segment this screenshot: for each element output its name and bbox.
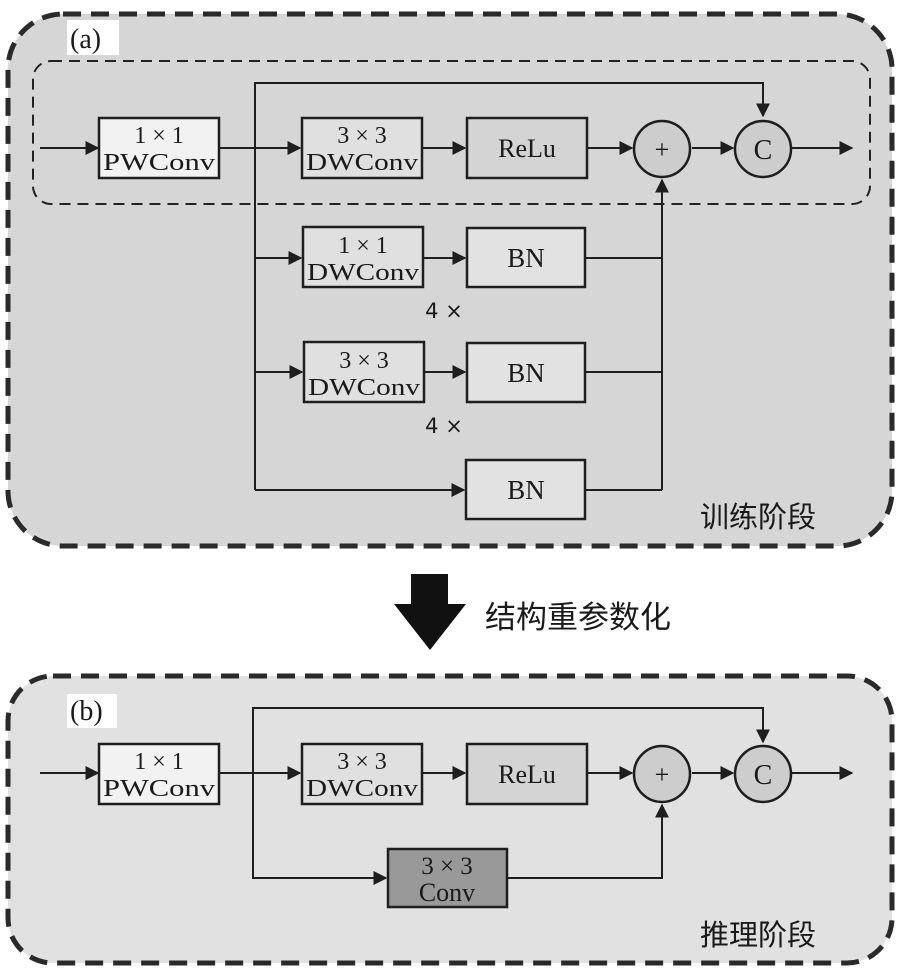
panel-a-label-bg	[67, 20, 119, 55]
b-conv-block: 3 × 3 Conv	[386, 847, 509, 909]
a-branch1-kernel: 1 × 1	[338, 233, 388, 259]
b-relu-label: ReLu	[498, 760, 556, 789]
a-branch2-bn-label: BN	[507, 358, 545, 388]
panel-b: (b) 1 × 1 PWConv 3 × 3 DWConv ReLu	[5, 673, 895, 966]
a-branch3-bn-block: BN	[464, 458, 587, 521]
a-branch2-bn-block: BN	[465, 341, 587, 404]
a-dwconv-block: 3 × 3 DWConv	[300, 116, 424, 180]
b-conv-kernel: 3 × 3	[421, 853, 473, 880]
b-stage-label: 推理阶段	[700, 918, 816, 952]
a-branch1-bn-block: BN	[465, 226, 587, 289]
down-arrow-icon	[394, 574, 466, 650]
panel-a-connectors	[40, 82, 854, 497]
a-add-node: +	[632, 119, 692, 179]
a-pwconv-name: PWConv	[103, 150, 215, 176]
a-stage-label: 训练阶段	[700, 500, 816, 534]
a-branch1-name: DWConv	[307, 260, 419, 286]
b-concat-symbol: C	[754, 760, 773, 791]
b-add-node: +	[632, 744, 692, 804]
a-dwconv-name: DWConv	[306, 150, 418, 176]
b-dwconv-kernel: 3 × 3	[337, 749, 387, 775]
b-pwconv-block: 1 × 1 PWConv	[97, 742, 221, 806]
panel-b-label: (b)	[70, 696, 103, 727]
a-relu-label: ReLu	[498, 134, 556, 163]
a-branch2-repeat: 4 ×	[425, 414, 463, 438]
a-branch1-bn-label: BN	[507, 243, 545, 273]
panel-a-label: (a)	[70, 24, 101, 55]
b-concat-node: C	[733, 744, 793, 804]
a-branch2-name: DWConv	[308, 375, 420, 401]
b-dwconv-block: 3 × 3 DWConv	[300, 742, 424, 806]
b-dwconv-name: DWConv	[306, 776, 418, 802]
b-pwconv-kernel: 1 × 1	[134, 749, 184, 775]
a-pwconv-kernel: 1 × 1	[134, 123, 184, 149]
a-dwconv-kernel: 3 × 3	[337, 123, 387, 149]
a-pwconv-block: 1 × 1 PWConv	[97, 116, 221, 180]
panel-a: (a) 1 × 1 PWConv	[5, 11, 895, 549]
a-branch2-kernel: 3 × 3	[339, 348, 389, 374]
panel-b-connectors	[40, 707, 854, 885]
reparam-label: 结构重参数化	[485, 600, 671, 636]
a-branch1-repeat: 4 ×	[425, 299, 463, 323]
a-concat-symbol: C	[754, 135, 773, 166]
a-branch-3x3-dwconv: 3 × 3 DWConv	[302, 340, 426, 404]
a-add-symbol: +	[655, 135, 670, 164]
reparam-transition: 结构重参数化	[394, 574, 671, 650]
a-branch-1x1-dwconv: 1 × 1 DWConv	[301, 225, 425, 289]
main-path-group-frame	[32, 60, 871, 205]
b-add-symbol: +	[655, 760, 670, 789]
a-concat-node: C	[733, 119, 793, 179]
a-branch3-bn-label: BN	[507, 475, 545, 505]
b-conv-name: Conv	[419, 878, 475, 907]
a-relu-block: ReLu	[465, 116, 589, 180]
panel-a-frame	[5, 11, 895, 549]
b-pwconv-name: PWConv	[103, 776, 215, 802]
panel-b-label-bg	[67, 694, 117, 728]
b-relu-block: ReLu	[465, 742, 589, 806]
